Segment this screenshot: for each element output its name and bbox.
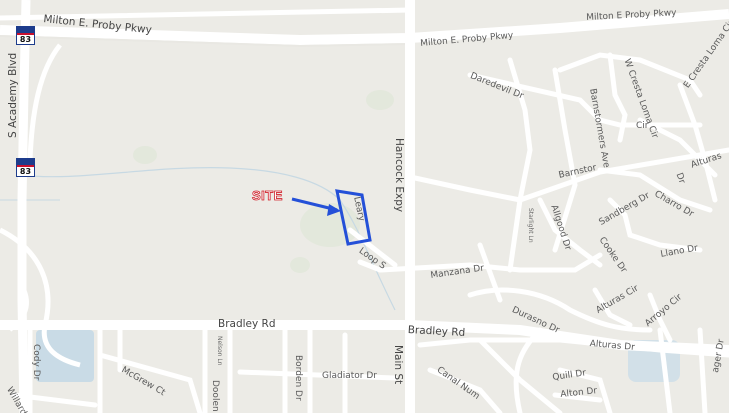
site-parcel[interactable] xyxy=(335,189,372,246)
label-doolen: Doolen xyxy=(210,380,220,412)
highway-83-shield-north: 83 xyxy=(16,26,35,45)
site-label: SITE xyxy=(252,188,283,204)
label-starlight-ln: Starlight Ln xyxy=(527,208,534,243)
label-main-st: Main St xyxy=(392,345,404,385)
site-arrow xyxy=(291,197,341,216)
residential-streets xyxy=(417,52,729,413)
label-cody-dr: Cody Dr xyxy=(31,344,41,381)
label-borden-dr: Borden Dr xyxy=(293,355,303,401)
minor-streets xyxy=(0,7,729,413)
label-nelson-ln: Nelson Ln xyxy=(216,336,223,366)
label-gladiator-dr: Gladiator Dr xyxy=(322,371,377,381)
pond xyxy=(36,330,94,382)
label-cir: Cir xyxy=(636,121,649,131)
green-areas xyxy=(133,90,394,273)
label-bradley-rd-west: Bradley Rd xyxy=(218,318,276,330)
label-s-academy-blvd: S Academy Blvd xyxy=(7,52,19,138)
label-bradley-rd-east: Bradley Rd xyxy=(407,324,466,339)
highway-83-shield-south: 83 xyxy=(16,158,35,177)
label-hancock-expy: Hancock Expy xyxy=(393,138,405,213)
stream xyxy=(19,167,396,311)
